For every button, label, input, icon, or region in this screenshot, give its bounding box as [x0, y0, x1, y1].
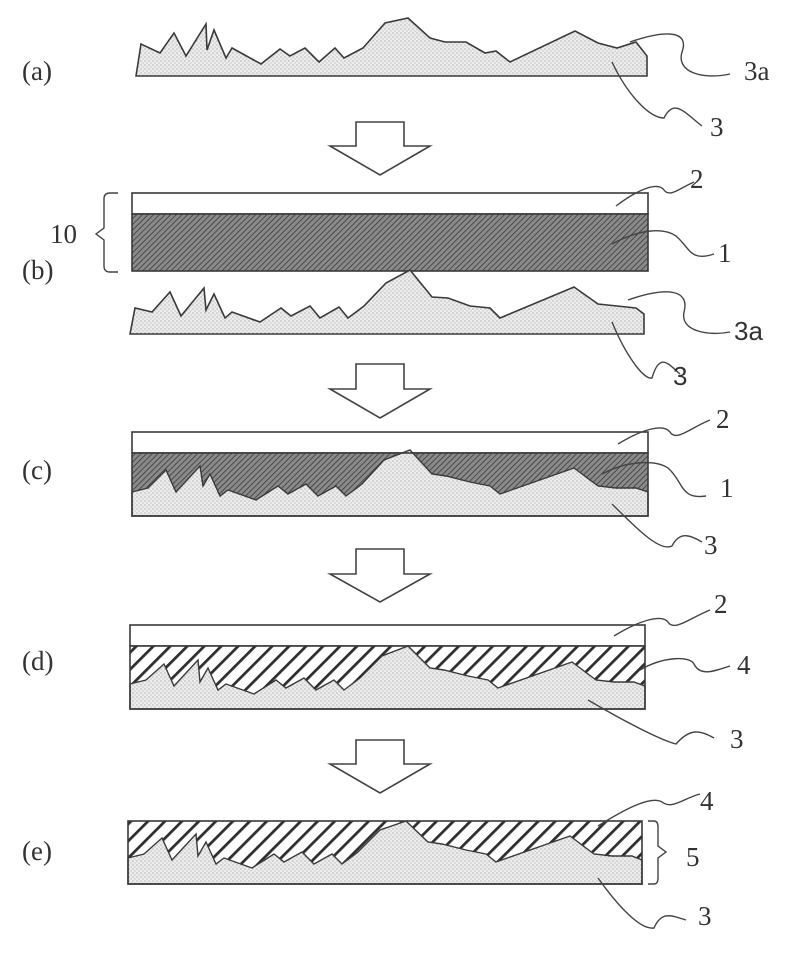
leader-line-3-c: [611, 503, 703, 548]
ref-5-e: 5: [686, 842, 700, 872]
step-b: 10 (b) 2 1 3a 3: [22, 164, 763, 391]
bracket-5: [648, 820, 668, 885]
ref-10: 10: [50, 219, 77, 249]
step-a: (a) 3a 3: [22, 17, 770, 142]
step-label-a: (a): [22, 56, 52, 86]
leader-line-4-e: [597, 793, 701, 827]
step-d: (d) 2 4 3: [22, 589, 751, 754]
ref-4-e: 4: [700, 786, 714, 816]
hatched-layer-1-b: [131, 213, 649, 272]
ref-2-d: 2: [714, 589, 728, 619]
step-label-b: (b): [22, 255, 53, 285]
composite-outline-c: [131, 452, 649, 517]
step-label-d: (d): [22, 646, 53, 676]
film-layer-2-c: [131, 431, 649, 454]
process-arrow-3: [326, 548, 434, 603]
process-arrow-4: [327, 739, 433, 794]
leader-line-1-b: [611, 230, 715, 257]
process-arrow-2: [327, 363, 433, 419]
ref-4-d: 4: [737, 650, 751, 680]
film-layer-2-d: [129, 624, 646, 647]
composite-outline-d: [129, 645, 646, 710]
step-c: (c) 2 1 3: [22, 404, 734, 560]
ref-3-a: 3: [710, 112, 724, 142]
leader-line-2-b: [615, 181, 695, 207]
ref-3-e: 3: [698, 901, 712, 931]
ref-3a-a: 3a: [744, 56, 770, 86]
embedded-substrate-c: [131, 449, 649, 517]
leader-line-3a-b: [627, 291, 731, 335]
ref-3-b: 3: [673, 361, 687, 391]
film-layer-2-b: [131, 192, 649, 215]
step-label-e: (e): [22, 836, 52, 866]
leader-line-2-d: [613, 609, 711, 637]
ref-3-d: 3: [730, 724, 744, 754]
leader-line-3-d: [587, 699, 715, 745]
ref-3a-b: 3a: [734, 316, 763, 346]
bracket-10: [94, 192, 118, 273]
step-label-c: (c): [22, 455, 52, 485]
step-e: (e) 4 5 3: [22, 786, 714, 931]
ref-1-b: 1: [718, 238, 732, 268]
ref-2-c: 2: [716, 404, 730, 434]
leader-line-4-d: [639, 657, 731, 673]
leader-line-3-a: [611, 61, 703, 127]
composite-outline-e: [127, 820, 643, 885]
ref-3-c: 3: [704, 530, 718, 560]
ref-1-c: 1: [720, 473, 734, 503]
ref-2-b: 2: [690, 164, 704, 194]
rough-substrate-a: [135, 17, 648, 77]
leader-line-2-c: [617, 419, 711, 445]
embedded-substrate-e: [127, 820, 643, 885]
leader-line-1-c: [601, 461, 707, 498]
embedded-substrate-d: [129, 645, 646, 710]
rough-substrate-b: [129, 268, 645, 335]
leader-line-3-b: [611, 321, 681, 379]
leader-line-3a-a: [629, 33, 731, 77]
leader-line-3-e: [597, 877, 687, 929]
process-arrow-1: [327, 121, 433, 176]
